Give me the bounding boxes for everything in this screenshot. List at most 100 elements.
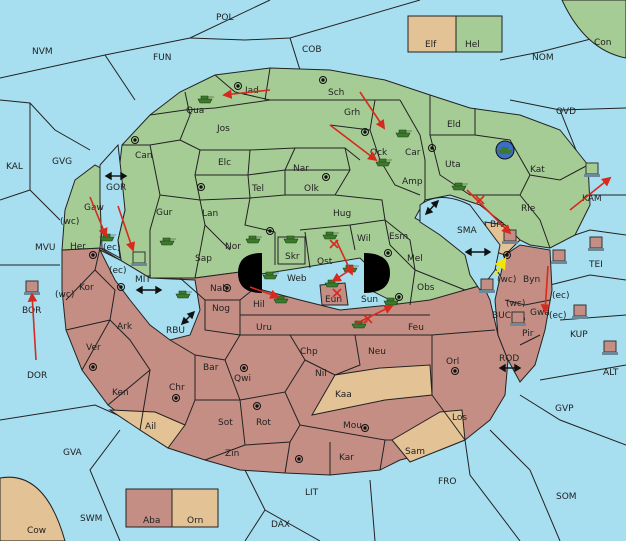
- tag-ec-byn: (ec): [552, 291, 570, 301]
- label-sot: Sot: [218, 418, 233, 428]
- label-nom: NOM: [532, 53, 554, 63]
- label-mel: Mel: [407, 254, 423, 264]
- connector-sma: [424, 199, 440, 216]
- connector-gor: [104, 171, 128, 181]
- tag-wc-gaw: (wc): [60, 217, 79, 227]
- label-car: Car: [405, 148, 421, 158]
- label-buc: BUC: [492, 311, 511, 321]
- label-sam: Sam: [405, 447, 425, 457]
- label-qua: Qua: [186, 106, 204, 116]
- sea-labels: POL NVM FUN COB NOM OVD KAL GVG GOR MVU …: [6, 13, 619, 536]
- label-nog: Nog: [212, 304, 230, 314]
- fleet-icon: [479, 278, 495, 293]
- tag-wc-kor: (wc): [55, 290, 74, 300]
- label-fro: FRO: [438, 477, 457, 487]
- label-grh: Grh: [344, 108, 360, 118]
- tag-wc-brt: (wc): [497, 275, 516, 285]
- label-kaa: Kaa: [335, 390, 352, 400]
- label-brt: Brt: [490, 220, 504, 230]
- label-obs: Obs: [417, 283, 435, 293]
- label-gvg: GVG: [52, 157, 72, 167]
- label-wil: Wil: [357, 234, 371, 244]
- label-skr: Skr: [285, 252, 300, 262]
- label-los: Los: [452, 413, 467, 423]
- label-byn: Byn: [523, 275, 540, 285]
- label-gwa: Gwa: [530, 308, 550, 318]
- label-rbu: RBU: [166, 326, 185, 336]
- fleet-icon: [602, 340, 618, 355]
- label-cob: COB: [302, 45, 322, 55]
- label-uru: Uru: [256, 323, 272, 333]
- legend-hel: Hel: [465, 40, 480, 50]
- label-bar: Bar: [203, 363, 219, 373]
- tag-ec-gwa: (ec): [549, 311, 567, 321]
- units-fleet: [24, 162, 618, 355]
- label-gor: GOR: [106, 183, 126, 193]
- label-zin: Zin: [225, 449, 239, 459]
- label-nar: Nar: [293, 164, 309, 174]
- army-icon: [395, 129, 412, 138]
- fleet-icon: [551, 249, 567, 264]
- label-ovd: OVD: [556, 107, 576, 117]
- tag-wc-byn: (wc): [506, 299, 525, 309]
- label-sma: SMA: [457, 226, 477, 236]
- label-mvu: MVU: [35, 243, 56, 253]
- label-gva: GVA: [63, 448, 83, 458]
- label-gvp: GVP: [555, 404, 574, 414]
- label-fun: FUN: [153, 53, 172, 63]
- army-icon: [451, 182, 468, 191]
- connector-mit: [135, 285, 163, 295]
- label-web: Web: [287, 274, 307, 284]
- strait-west: [238, 253, 262, 293]
- label-chr: Chr: [169, 383, 185, 393]
- label-nab: Nab: [210, 284, 228, 294]
- label-som: SOM: [556, 492, 577, 502]
- fleet-icon: [572, 304, 588, 319]
- label-eld: Eld: [447, 120, 461, 130]
- land-labels: Jad Qua Sch Jos Grh Can Car Eld Elc Nar …: [70, 86, 550, 463]
- label-rie: Rie: [521, 204, 536, 214]
- label-dax: DAX: [271, 520, 290, 530]
- army-icon: [322, 231, 339, 240]
- connector-sma-east: [464, 247, 492, 257]
- label-mou: Mou: [343, 421, 362, 431]
- label-can: Can: [135, 151, 153, 161]
- label-her: Her: [70, 242, 86, 252]
- region-ail[interactable]: [108, 409, 186, 449]
- label-rod: ROD: [499, 354, 519, 364]
- label-amp: Amp: [402, 177, 423, 187]
- fleet-icon: [24, 280, 40, 295]
- army-icon: [197, 95, 214, 104]
- label-kup: KUP: [570, 330, 588, 340]
- label-mit: MIT: [135, 275, 151, 285]
- supply-centers: [89, 76, 525, 463]
- legend-orn: Orn: [187, 516, 203, 526]
- label-sun: Sun: [361, 295, 378, 305]
- sea-sma[interactable]: [419, 197, 501, 291]
- army-icon: [383, 297, 400, 306]
- label-gur: Gur: [156, 208, 173, 218]
- label-alt: ALT: [603, 368, 619, 378]
- label-rot: Rot: [256, 418, 271, 428]
- label-ail: Ail: [145, 422, 156, 432]
- label-ock: Ock: [370, 148, 388, 158]
- legend-elf: Elf: [425, 40, 437, 50]
- label-hug: Hug: [333, 209, 351, 219]
- army-icon: [375, 158, 392, 167]
- connector-rbu: [180, 310, 196, 326]
- support-arrows: [494, 256, 507, 276]
- label-pol: POL: [216, 13, 234, 23]
- label-jad: Jad: [244, 86, 259, 96]
- tag-ec-gaw: (ec): [103, 243, 121, 253]
- army-icon: [159, 237, 176, 246]
- label-ken: Ken: [112, 388, 129, 398]
- army-icon: [245, 235, 262, 244]
- label-hil: Hil: [253, 300, 265, 310]
- label-cow: Cow: [27, 526, 46, 536]
- army-icon: [498, 147, 512, 154]
- sea-rbu[interactable]: [98, 248, 201, 341]
- fleet-icon: [510, 311, 526, 326]
- label-tei: TEI: [588, 260, 603, 270]
- label-nil: Nil: [315, 369, 327, 379]
- label-ver: Ver: [86, 343, 101, 353]
